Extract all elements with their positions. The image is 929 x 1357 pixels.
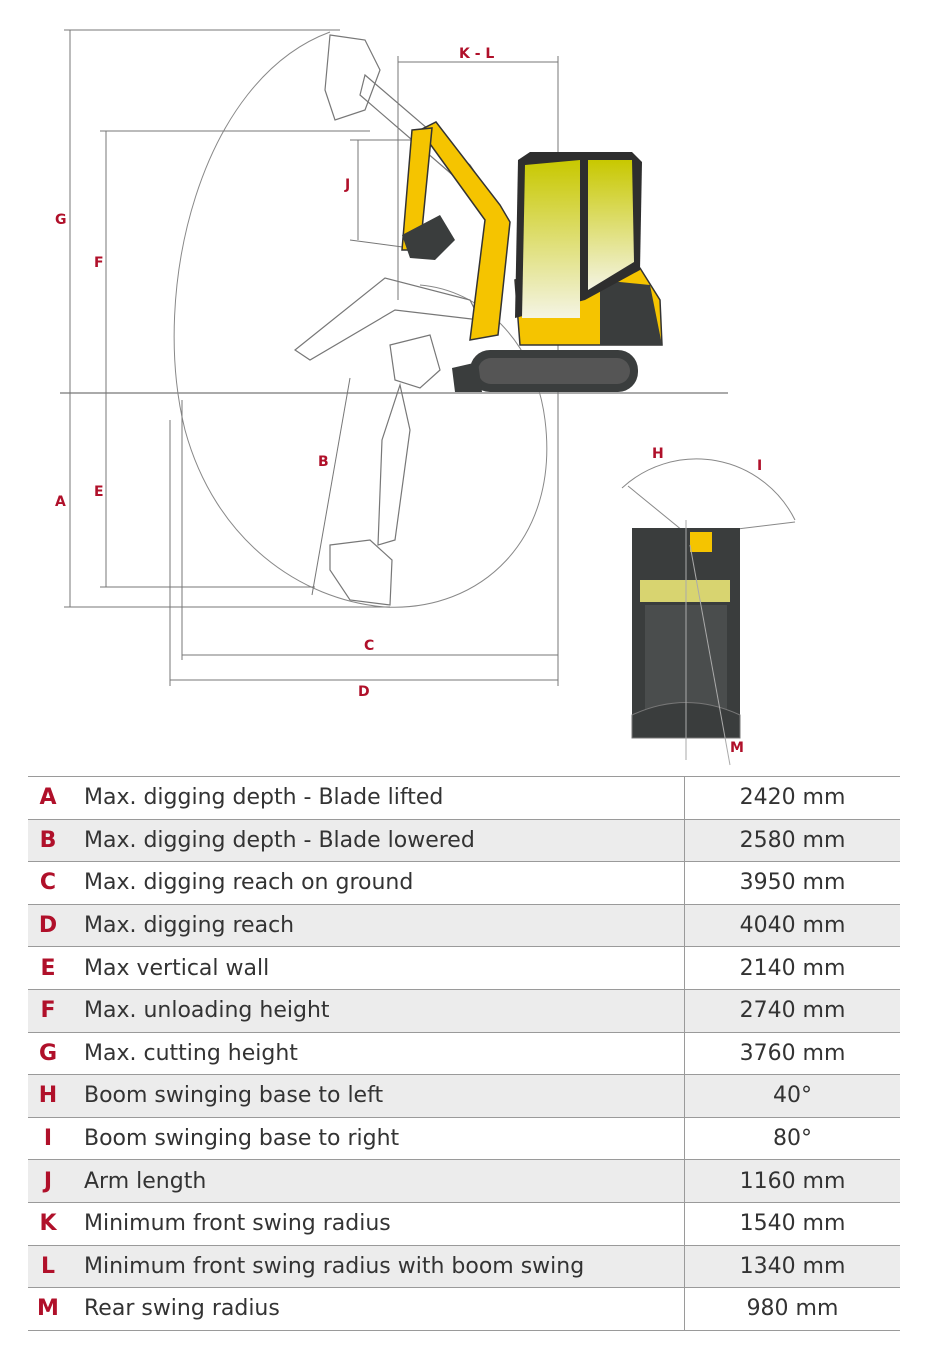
spec-description: Minimum front swing radius: [68, 1201, 685, 1246]
table-row: E Max vertical wall 2140 mm: [28, 946, 900, 990]
spec-letter: K: [28, 1201, 68, 1246]
table-row: C Max. digging reach on ground 3950 mm: [28, 861, 900, 905]
dimension-D: [169, 420, 558, 686]
excavator-top-view: [621, 458, 796, 766]
dimension-E: [100, 393, 315, 588]
dimension-J: [349, 139, 420, 249]
dimension-F: [100, 130, 370, 393]
table-row: B Max. digging depth - Blade lowered 258…: [28, 818, 900, 862]
spec-description: Boom swinging base to left: [68, 1074, 685, 1118]
table-row: L Minimum front swing radius with boom s…: [28, 1244, 900, 1288]
spec-description: Minimum front swing radius with boom swi…: [68, 1244, 685, 1288]
label-KL: K - L: [459, 46, 494, 62]
label-J: J: [344, 177, 350, 193]
label-A: A: [55, 494, 66, 510]
spec-letter: J: [28, 1159, 68, 1203]
spec-letter: A: [28, 776, 68, 820]
arm-reach-outline: [293, 277, 482, 389]
spec-value: 1340 mm: [684, 1244, 900, 1288]
spec-letter: E: [28, 946, 68, 990]
spec-value: 1540 mm: [684, 1201, 900, 1246]
table-row: M Rear swing radius 980 mm: [28, 1287, 900, 1331]
table-row: G Max. cutting height 3760 mm: [28, 1031, 900, 1075]
spec-value: 980 mm: [684, 1287, 900, 1331]
spec-letter: D: [28, 903, 68, 947]
table-row: J Arm length 1160 mm: [28, 1159, 900, 1203]
spec-description: Max. digging depth - Blade lifted: [68, 776, 685, 820]
dimension-B: [311, 377, 351, 596]
spec-letter: C: [28, 861, 68, 905]
spec-value: 40°: [684, 1074, 900, 1118]
dimension-G: [64, 29, 340, 393]
spec-description: Arm length: [68, 1159, 685, 1203]
arm-down-outline: [329, 382, 411, 606]
spec-description: Max. digging reach: [68, 903, 685, 947]
label-M: M: [730, 740, 744, 756]
spec-letter: G: [28, 1031, 68, 1075]
spec-value: 3950 mm: [684, 861, 900, 905]
table-row: F Max. unloading height 2740 mm: [28, 988, 900, 1033]
spec-letter: F: [28, 988, 68, 1033]
spec-description: Max. cutting height: [68, 1031, 685, 1075]
spec-description: Max. unloading height: [68, 988, 685, 1033]
spec-description: Boom swinging base to right: [68, 1116, 685, 1160]
spec-value: 2580 mm: [684, 818, 900, 862]
label-I: I: [757, 458, 762, 474]
spec-value: 2740 mm: [684, 988, 900, 1033]
spec-value: 2420 mm: [684, 776, 900, 820]
spec-letter: L: [28, 1244, 68, 1288]
spec-value: 80°: [684, 1116, 900, 1160]
label-F: F: [94, 255, 104, 271]
label-C: C: [364, 638, 374, 654]
specifications-table: A Max. digging depth - Blade lifted 2420…: [28, 776, 900, 1331]
spec-description: Max vertical wall: [68, 946, 685, 990]
spec-value: 3760 mm: [684, 1031, 900, 1075]
table-row: H Boom swinging base to left 40°: [28, 1074, 900, 1118]
spec-letter: H: [28, 1074, 68, 1118]
spec-description: Max. digging reach on ground: [68, 861, 685, 905]
spec-value: 4040 mm: [684, 903, 900, 947]
label-E: E: [94, 484, 104, 500]
dimension-C: [181, 400, 558, 660]
dimension-A: [64, 393, 390, 608]
label-G: G: [55, 212, 67, 228]
spec-value: 2140 mm: [684, 946, 900, 990]
spec-letter: B: [28, 818, 68, 862]
excavator-side-view: [401, 121, 663, 392]
label-B: B: [318, 454, 329, 470]
spec-letter: I: [28, 1116, 68, 1160]
table-row: A Max. digging depth - Blade lifted 2420…: [28, 776, 900, 820]
label-H: H: [652, 446, 664, 462]
table-row: K Minimum front swing radius 1540 mm: [28, 1201, 900, 1246]
spec-description: Max. digging depth - Blade lowered: [68, 818, 685, 862]
spec-value: 1160 mm: [684, 1159, 900, 1203]
table-row: I Boom swinging base to right 80°: [28, 1116, 900, 1160]
label-D: D: [358, 684, 370, 700]
table-row: D Max. digging reach 4040 mm: [28, 903, 900, 947]
excavator-dimension-diagram: G F J K - L A E B C D H I M: [55, 29, 796, 766]
spec-letter: M: [28, 1287, 68, 1331]
spec-description: Rear swing radius: [68, 1287, 685, 1331]
